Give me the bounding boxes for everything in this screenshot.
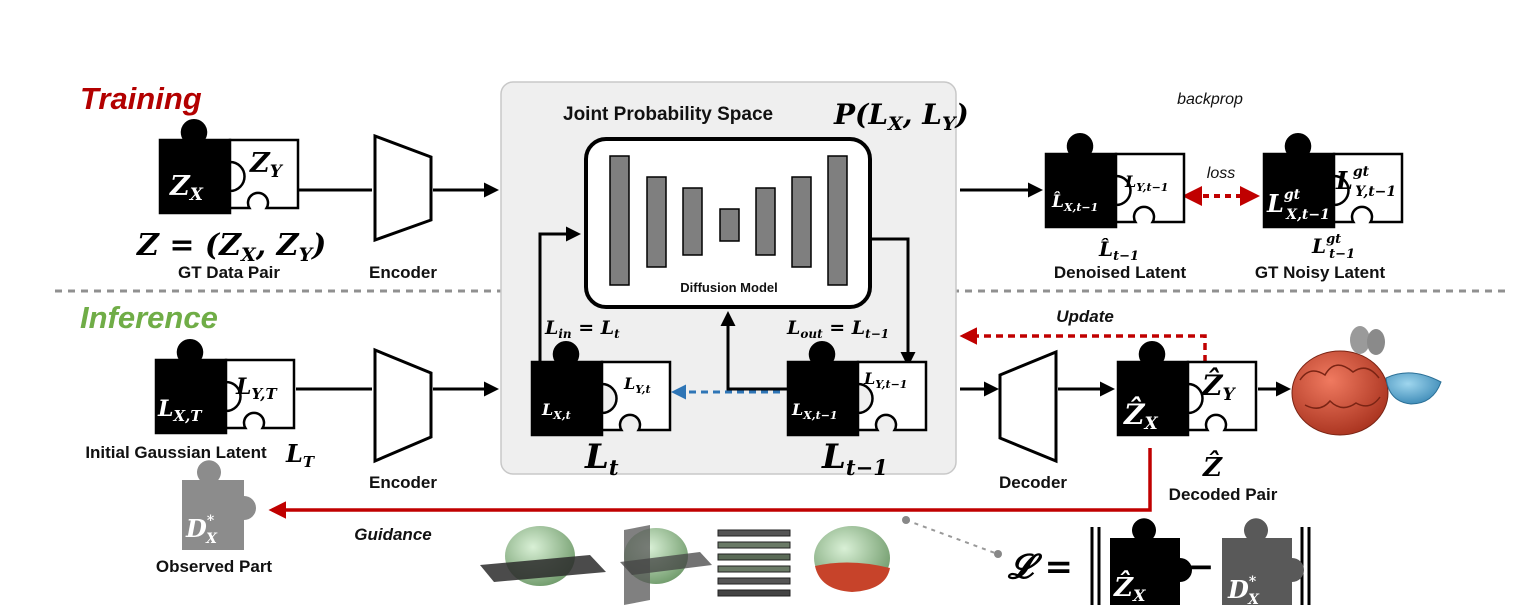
norm-bars bbox=[1090, 527, 1311, 605]
loss-equation-symbol: 𝓛 = bbox=[1007, 547, 1073, 587]
loss-piece-b: D*X bbox=[1222, 518, 1304, 605]
guidance-label: Guidance bbox=[354, 525, 431, 544]
loss-b-text: D*X bbox=[1227, 574, 1260, 605]
unet-block bbox=[682, 187, 703, 256]
brain-render bbox=[1291, 326, 1442, 436]
unet-block bbox=[609, 155, 630, 286]
loss-connector-dot bbox=[994, 550, 1002, 558]
decoder bbox=[998, 349, 1058, 464]
ltm1-pair: LX,t−1 LY,t−1 bbox=[786, 341, 928, 437]
dec-symbol: Ẑ bbox=[1202, 450, 1223, 483]
inference-encoder-label: Encoder bbox=[369, 473, 437, 492]
arrow-lt-to-model bbox=[538, 226, 581, 362]
observation-orthogonal-slices bbox=[620, 525, 712, 605]
backprop-label: backprop bbox=[1177, 91, 1243, 108]
decoder-label: Decoder bbox=[999, 473, 1067, 492]
panel-title: Joint Probability Space bbox=[563, 104, 773, 125]
unet-blocks bbox=[609, 155, 848, 286]
update-arrow bbox=[959, 327, 1207, 362]
loss-label: loss bbox=[1207, 165, 1235, 182]
decoded-pair: ẐX ẐY bbox=[1116, 341, 1258, 437]
unet-block bbox=[719, 208, 740, 242]
init-symbol: LT bbox=[285, 439, 316, 471]
denoised-symbol: L̂t−1 bbox=[1098, 237, 1139, 264]
unet-block bbox=[791, 176, 812, 268]
loss-connector bbox=[905, 519, 996, 554]
gt-zx: ZX bbox=[169, 171, 204, 205]
observed-symbol: D*X bbox=[185, 513, 218, 547]
guidance-arrow bbox=[268, 448, 1152, 519]
arrow-ltm1-to-model bbox=[720, 311, 790, 391]
lt-pair: LX,t LY,t bbox=[530, 341, 672, 437]
inference-encoder bbox=[373, 347, 433, 464]
observed-caption: Observed Part bbox=[156, 557, 273, 576]
update-label: Update bbox=[1056, 307, 1114, 326]
unet-block bbox=[827, 155, 848, 286]
initial-latent-pair: LX,T LY,T bbox=[154, 339, 296, 435]
observed-part: D*X bbox=[182, 460, 256, 550]
gt-noisy-caption: GT Noisy Latent bbox=[1255, 263, 1386, 282]
init-caption: Initial Gaussian Latent bbox=[85, 443, 267, 462]
loss-piece-a: ẐX bbox=[1110, 518, 1192, 605]
loss-connector-dot bbox=[902, 516, 910, 524]
unet-block bbox=[755, 187, 776, 256]
training-section-label: Training bbox=[80, 81, 202, 116]
inference-section-label: Inference bbox=[80, 300, 218, 335]
training-encoder-label: Encoder bbox=[369, 263, 437, 282]
lin-label: Lin = Lt bbox=[544, 317, 620, 341]
unet-block bbox=[646, 176, 667, 268]
loss-minus: − bbox=[1186, 547, 1215, 587]
observation-axial-slice bbox=[480, 526, 606, 586]
dec-caption: Decoded Pair bbox=[1169, 485, 1278, 504]
observation-stacked-slices bbox=[717, 529, 791, 597]
training-encoder bbox=[373, 133, 433, 243]
denoised-caption: Denoised Latent bbox=[1054, 263, 1187, 282]
denoised-latent-pair: L̂X,t−1 LY,t−1 bbox=[1044, 133, 1186, 229]
gt-pair-equation: Z = (ZX, ZY) bbox=[136, 228, 326, 266]
diffusion-model-label: Diffusion Model bbox=[680, 280, 778, 295]
observation-examples bbox=[480, 525, 890, 605]
gt-data-pair: ZX ZY bbox=[158, 119, 300, 215]
arrow-model-to-ltm1 bbox=[870, 237, 916, 367]
observation-partial-brain bbox=[814, 526, 890, 592]
gt-pair-caption: GT Data Pair bbox=[178, 263, 280, 282]
